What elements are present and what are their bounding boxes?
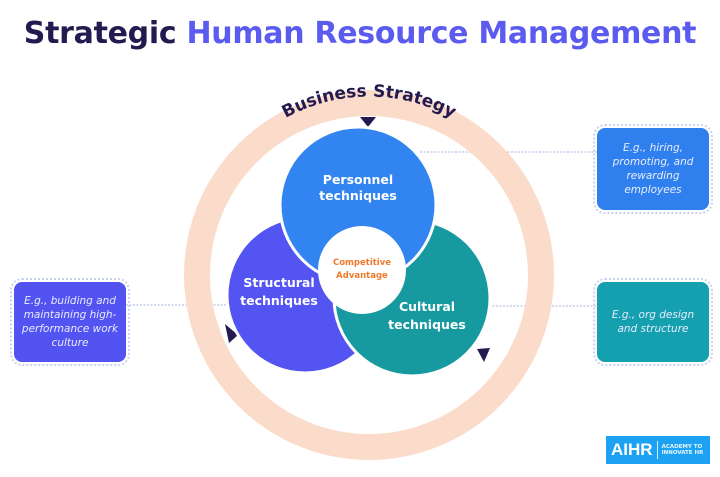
structural-label-line1: Structural — [243, 275, 314, 290]
arrow-down-icon — [360, 117, 376, 127]
callout-cultural: E.g., org design and structure — [593, 278, 713, 366]
competitive-advantage-line1: Competitive — [333, 258, 391, 268]
business-strategy-ring — [184, 90, 554, 460]
personnel-label-line2: techniques — [319, 188, 397, 203]
competitive-advantage-line2: Advantage — [336, 271, 388, 281]
logo-brand: AIHR — [611, 440, 653, 459]
callout-personnel: E.g., hiring, promoting, and rewarding e… — [593, 124, 713, 214]
title-hrm: Human Resource Management — [186, 16, 697, 51]
logo-tagline-line1: ACADEMY TO — [661, 444, 703, 450]
structural-label-line2: techniques — [240, 293, 318, 308]
title-strategic: Strategic — [23, 16, 177, 51]
logo-tagline: ACADEMY TO INNOVATE HR — [662, 444, 704, 456]
cultural-label-line1: Cultural — [399, 299, 455, 314]
page-title: Strategic Human Resource Management — [0, 16, 720, 51]
arrow-down-left-icon — [225, 324, 238, 343]
logo-divider — [656, 441, 658, 459]
personnel-label-line1: Personnel — [323, 172, 393, 187]
cultural-label-line2: techniques — [388, 317, 466, 332]
callout-structural: E.g., building and maintaining high-perf… — [10, 278, 130, 366]
arrow-down-right-icon — [477, 348, 490, 362]
aihr-logo: AIHR ACADEMY TO INNOVATE HR — [606, 436, 710, 464]
center-area — [318, 226, 406, 314]
logo-tagline-line2: INNOVATE HR — [661, 450, 704, 456]
